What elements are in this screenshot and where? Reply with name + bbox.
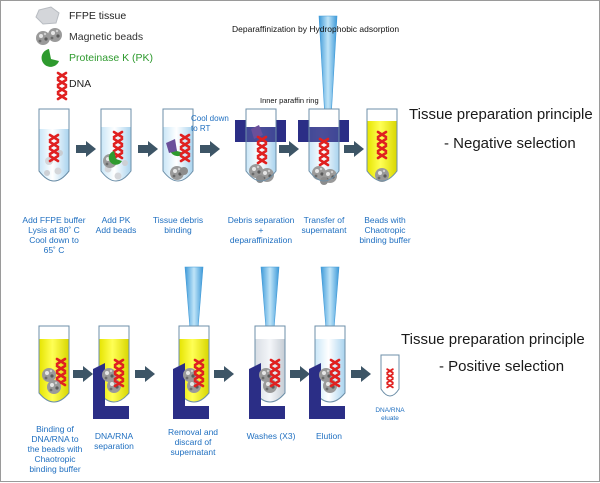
arrow-right: [76, 141, 96, 157]
heading-negative-line2: - Negative selection: [444, 135, 576, 152]
tube-top-1: [38, 108, 70, 182]
magnet: [173, 363, 209, 419]
bottom-step-label-1: Binding of DNA/RNA to the beads with Cha…: [27, 424, 83, 474]
legend-ffpe-icon: [35, 6, 60, 25]
cool-down-label: Cool down to RT: [191, 114, 229, 133]
arrow-right: [351, 366, 371, 382]
arrow-right: [200, 141, 220, 157]
top-step-label-1: Add FFPE buffer Lysis at 80˚ C Cool down…: [22, 215, 86, 255]
legend-pk-icon: [41, 49, 59, 67]
heading-positive-line2: - Positive selection: [439, 358, 565, 375]
bottom-step-label-5: Elution: [316, 431, 342, 441]
top-step-label-3: Tissue debris binding: [152, 215, 204, 235]
legend-dna-icon: [56, 71, 68, 101]
top-step-label-5: Transfer of supernatant: [301, 215, 347, 235]
top-step-label-4: Debris separation + deparaffinization: [227, 215, 295, 245]
bottom-step-label-6: DNA/RNA eluate: [375, 407, 405, 422]
arrow-right: [344, 141, 364, 157]
legend-pk-label: Proteinase K (PK): [69, 52, 154, 64]
arrow-right: [138, 141, 158, 157]
magnet: [93, 363, 129, 419]
legend-beads-icon: [36, 28, 62, 45]
tube-top-6: [366, 108, 398, 182]
inner-paraffin-ring-label: Inner paraffin ring: [260, 96, 319, 105]
bottom-step-label-3: Removal and discard of supernatant: [167, 427, 219, 457]
arrow-right: [279, 141, 299, 157]
arrow-right: [214, 366, 234, 382]
tube-bottom-1: [38, 325, 70, 403]
tube-bottom-eluate: [380, 354, 400, 397]
magnet: [249, 363, 285, 419]
deparaffinization-label: Deparaffinization by Hydrophobic adsorpt…: [232, 24, 400, 34]
tube-top-3: [162, 108, 194, 182]
heading-positive-line1: Tissue preparation principle: [401, 331, 585, 348]
top-step-label-6: Beads with Chaotropic binding buffer: [359, 215, 411, 245]
magnet: [309, 363, 345, 419]
top-step-label-2: Add PK Add beads: [95, 215, 137, 235]
legend-beads-label: Magnetic beads: [69, 31, 144, 43]
tube-top-5: [308, 108, 340, 185]
arrow-right: [73, 366, 93, 382]
heading-negative-line1: Tissue preparation principle: [409, 106, 593, 123]
arrow-right: [290, 366, 310, 382]
arrow-right: [135, 366, 155, 382]
bottom-step-label-4: Washes (X3): [246, 431, 296, 441]
legend-ffpe-label: FFPE tissue: [69, 10, 127, 22]
bottom-step-label-2: DNA/RNA separation: [94, 431, 134, 451]
legend-dna-label: DNA: [69, 78, 92, 90]
tube-top-2: [100, 108, 132, 182]
tube-top-4: [245, 108, 277, 183]
